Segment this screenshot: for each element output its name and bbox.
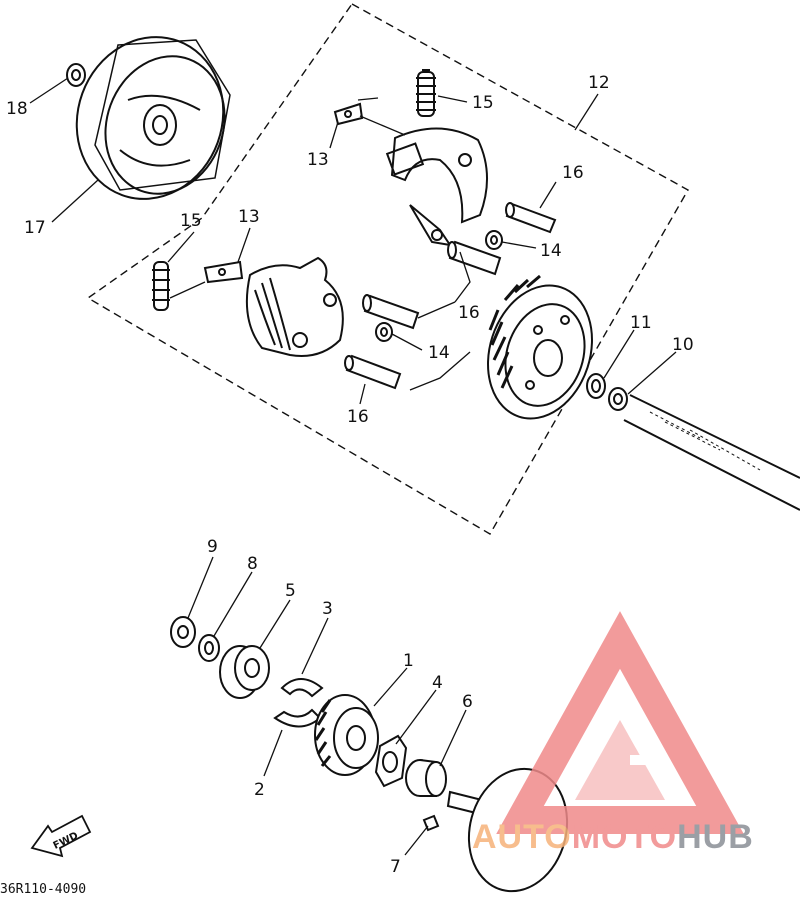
callout-16-lower: 16 xyxy=(347,407,369,427)
callout-13-lower: 13 xyxy=(238,207,260,227)
watermark-word-auto: AUTO xyxy=(472,818,572,856)
callout-labels: 18 17 15 13 16 14 15 13 12 14 16 16 11 1… xyxy=(6,73,694,877)
nut-9 xyxy=(170,616,196,648)
callout-14-lower: 14 xyxy=(428,343,450,363)
clutch-shoe-lower xyxy=(245,256,344,357)
callout-14-upper: 14 xyxy=(540,241,562,261)
automotohub-watermark: AUTOMOTOHUB xyxy=(472,611,754,856)
callout-9: 9 xyxy=(207,537,218,557)
leader-lines xyxy=(29,77,677,856)
washer-upper xyxy=(485,230,503,250)
callout-15-upper: 15 xyxy=(472,93,494,113)
forward-direction-arrow: FWD xyxy=(30,814,92,858)
washer-8 xyxy=(198,634,220,662)
primary-drive-gear xyxy=(487,274,593,420)
hub-5 xyxy=(219,645,270,699)
gear-1 xyxy=(314,694,379,776)
callout-1: 1 xyxy=(403,651,414,671)
reference-code: 36R110-4090 xyxy=(0,882,86,897)
callout-6: 6 xyxy=(462,692,473,712)
callout-8: 8 xyxy=(247,554,258,574)
callout-7: 7 xyxy=(390,857,401,877)
callout-16-middle: 16 xyxy=(458,303,480,323)
clutch-housing-drum xyxy=(75,36,231,200)
shoe-pin-d xyxy=(344,354,402,390)
spacer-2 xyxy=(273,708,322,728)
clip-plate-lower xyxy=(203,260,244,284)
callout-11: 11 xyxy=(630,313,652,333)
callout-5: 5 xyxy=(285,581,296,601)
watermark-text: AUTOMOTOHUB xyxy=(472,818,754,856)
callout-16-upper: 16 xyxy=(562,163,584,183)
clip-plate-upper xyxy=(333,102,364,126)
callout-17: 17 xyxy=(24,218,46,238)
washer-11 xyxy=(586,373,606,399)
callout-18: 18 xyxy=(6,99,28,119)
callout-4: 4 xyxy=(432,673,443,693)
clutch-shoe-upper xyxy=(385,127,489,247)
clutch-assembly-boundary xyxy=(86,3,689,535)
callout-13-upper: 13 xyxy=(307,150,329,170)
callout-15-lower: 15 xyxy=(180,211,202,231)
shoe-pin-b xyxy=(447,240,502,276)
callout-12: 12 xyxy=(588,73,610,93)
nut-10 xyxy=(608,387,628,411)
watermark-word-moto: MOTO xyxy=(572,818,677,856)
shoe-spring-lower xyxy=(152,261,170,311)
fwd-arrow-icon xyxy=(30,814,92,858)
watermark-word-hub: HUB xyxy=(677,818,754,856)
circlip-18 xyxy=(66,63,86,87)
washer-lower xyxy=(375,322,393,342)
shoe-pin-a xyxy=(505,202,557,234)
callout-3: 3 xyxy=(322,599,333,619)
collar-6 xyxy=(405,759,447,797)
crankshaft xyxy=(623,394,800,511)
callout-2: 2 xyxy=(254,780,265,800)
spacer-3 xyxy=(280,678,324,698)
shoe-pin-c xyxy=(362,294,420,330)
callout-10: 10 xyxy=(672,335,694,355)
plate-4 xyxy=(374,734,408,788)
watermark-logo-icon xyxy=(496,611,744,834)
shoe-spring-upper xyxy=(416,69,436,117)
